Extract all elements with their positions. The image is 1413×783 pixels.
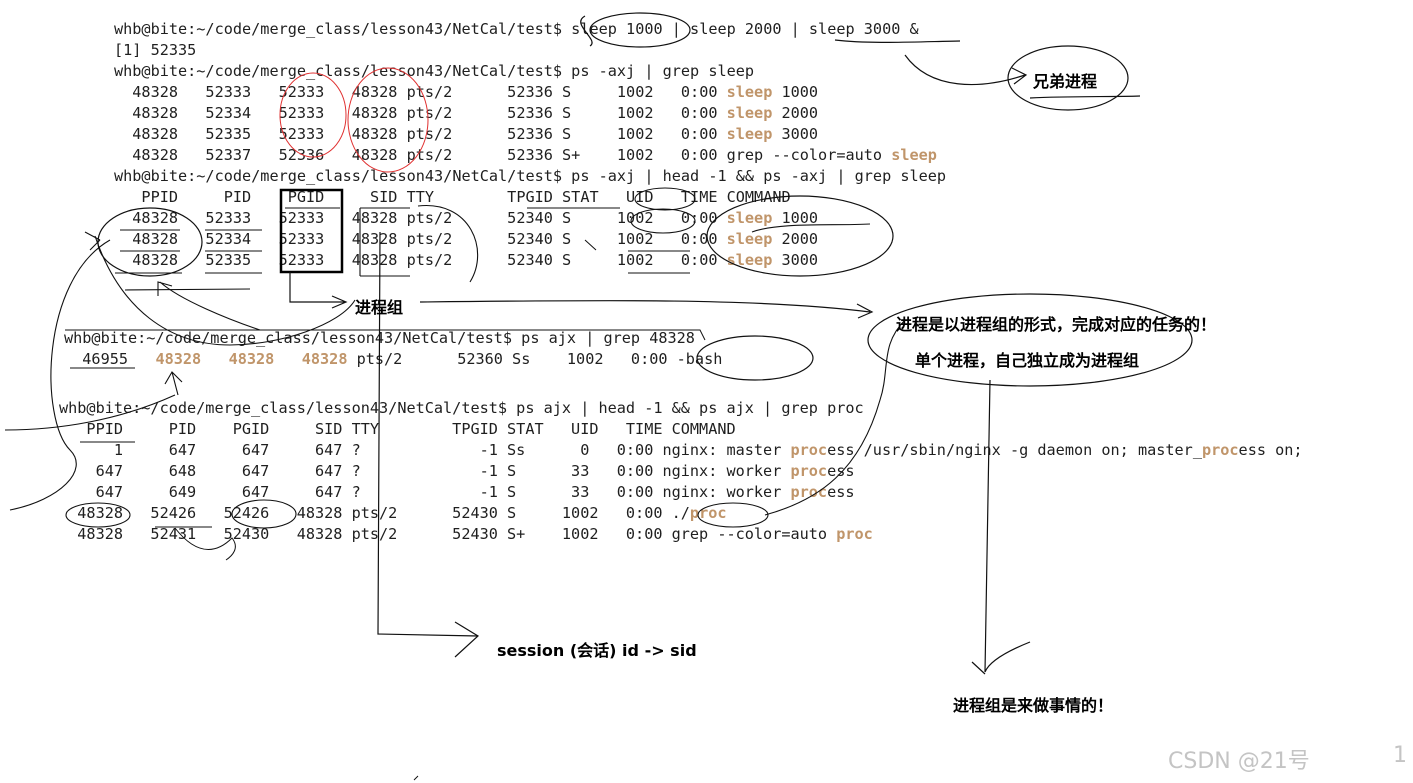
note-process-group-task: 进程是以进程组的形式，完成对应的任务的！ <box>896 315 1217 334</box>
watermark-trailing: 1 <box>1393 743 1407 768</box>
terminal-line: 48328 52337 52336 48328 pts/2 52336 S+ 1… <box>114 146 937 164</box>
terminal-line: [1] 52335 <box>114 41 197 59</box>
terminal-line: 48328 52333 52333 48328 pts/2 52340 S 10… <box>114 209 819 227</box>
terminal-line: 48328 52334 52333 48328 pts/2 52340 S 10… <box>114 230 819 248</box>
terminal-line: whb@bite:~/code/merge_class/lesson43/Net… <box>114 62 755 80</box>
terminal-line: PPID PID PGID SID TTY TPGID STAT UID TIM… <box>114 188 791 206</box>
terminal-line: 48328 52335 52333 48328 pts/2 52340 S 10… <box>114 251 819 269</box>
terminal-line: whb@bite:~/code/merge_class/lesson43/Net… <box>114 167 947 185</box>
terminal-line: 48328 52426 52426 48328 pts/2 52430 S 10… <box>59 504 727 522</box>
terminal-line: whb@bite:~/code/merge_class/lesson43/Net… <box>59 399 864 417</box>
csdn-watermark: CSDN @21号 <box>1168 749 1310 774</box>
terminal-line: 48328 52335 52333 48328 pts/2 52336 S 10… <box>114 125 819 143</box>
terminal-line: 48328 52431 52430 48328 pts/2 52430 S+ 1… <box>59 525 873 543</box>
terminal-line: PPID PID PGID SID TTY TPGID STAT UID TIM… <box>59 420 736 438</box>
terminal-line: 46955 48328 48328 48328 pts/2 52360 Ss 1… <box>64 350 723 368</box>
note-single-process-group: 单个进程，自己独立成为进程组 <box>915 351 1140 370</box>
note-sibling-processes: 兄弟进程 <box>1033 72 1098 91</box>
terminal-line: 48328 52334 52333 48328 pts/2 52336 S 10… <box>114 104 819 122</box>
terminal-line: 647 648 647 647 ? -1 S 33 0:00 nginx: wo… <box>59 462 855 480</box>
note-process-group-purpose: 进程组是来做事情的！ <box>953 696 1114 715</box>
terminal-line: whb@bite:~/code/merge_class/lesson43/Net… <box>114 20 919 38</box>
note-process-group: 进程组 <box>355 298 404 317</box>
terminal-line: 48328 52333 52333 48328 pts/2 52336 S 10… <box>114 83 819 101</box>
terminal-line: whb@bite:~/code/merge_class/lesson43/Net… <box>64 329 695 347</box>
terminal-line: 1 647 647 647 ? -1 Ss 0 0:00 nginx: mast… <box>59 441 1303 459</box>
terminal-line: 647 649 647 647 ? -1 S 33 0:00 nginx: wo… <box>59 483 855 501</box>
note-session-id: session (会话) id -> sid <box>497 641 697 660</box>
